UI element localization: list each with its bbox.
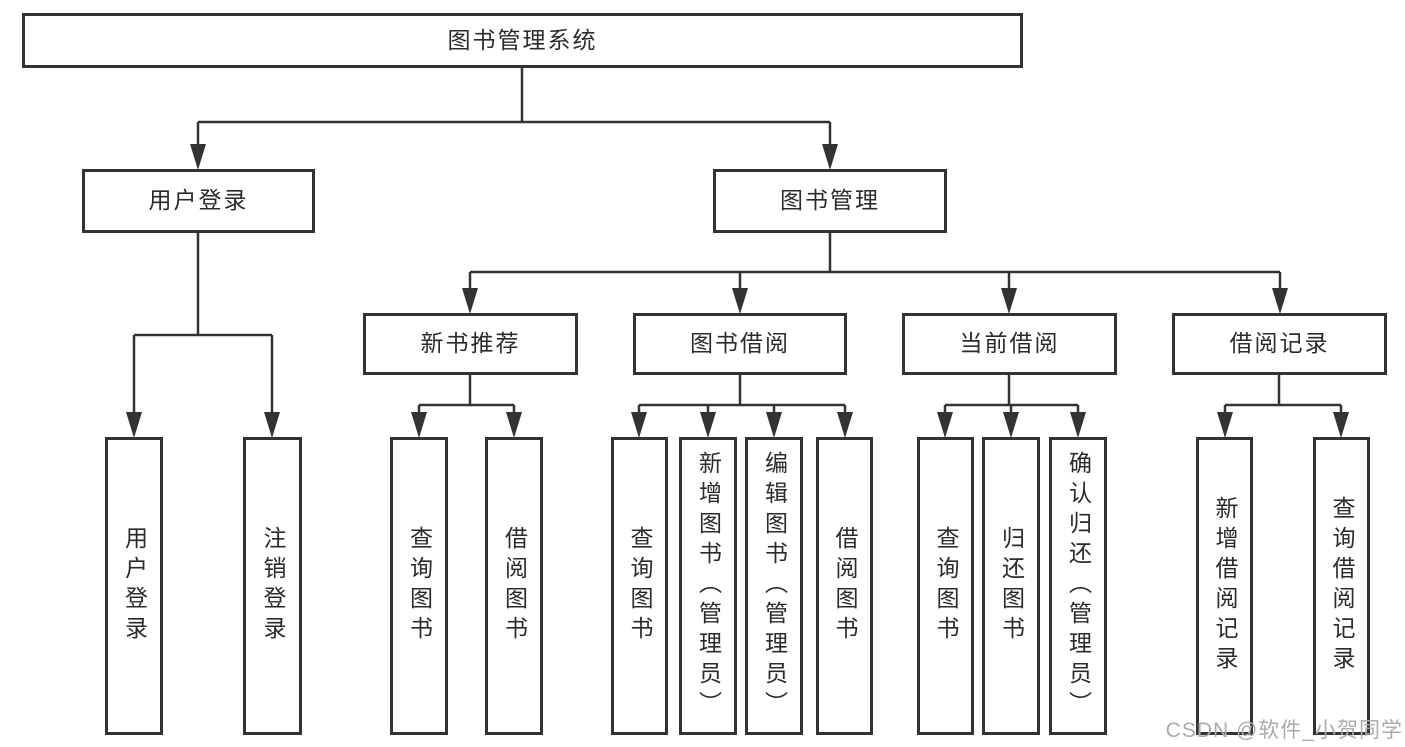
leaf-add-borrow-record: 新增借阅记录 [1196,437,1253,735]
leaf-return-books: 归还图书 [982,437,1040,735]
node-book-management: 图书管理 [713,169,947,233]
node-user-login: 用户登录 [82,169,315,233]
leaf-query-books-current: 查询图书 [917,437,974,735]
node-new-book-recommendation: 新书推荐 [363,313,578,375]
leaf-borrow-books-recommend: 借阅图书 [485,437,543,735]
csdn-watermark: CSDN @软件_小贺同学 [1165,719,1403,742]
leaf-logout-login: 注销登录 [243,437,302,735]
node-current-borrowing: 当前借阅 [902,313,1117,375]
leaf-query-books-borrow: 查询图书 [611,437,668,735]
node-book-borrowing: 图书借阅 [633,313,847,375]
leaf-edit-books-admin: 编辑图书（管理员） [745,437,803,735]
leaf-query-borrow-record: 查询借阅记录 [1313,437,1370,735]
node-root-library-system: 图书管理系统 [22,13,1023,68]
leaf-borrow-books: 借阅图书 [816,437,873,735]
tree-edges [132,68,1343,418]
leaf-add-books-admin: 新增图书（管理员） [679,437,737,735]
node-borrowing-records: 借阅记录 [1172,313,1387,375]
leaf-confirm-return-admin: 确认归还（管理员） [1049,437,1107,735]
leaf-query-books-recommend: 查询图书 [390,437,448,735]
leaf-user-login: 用户登录 [105,437,163,735]
arrowheads [126,144,1349,438]
